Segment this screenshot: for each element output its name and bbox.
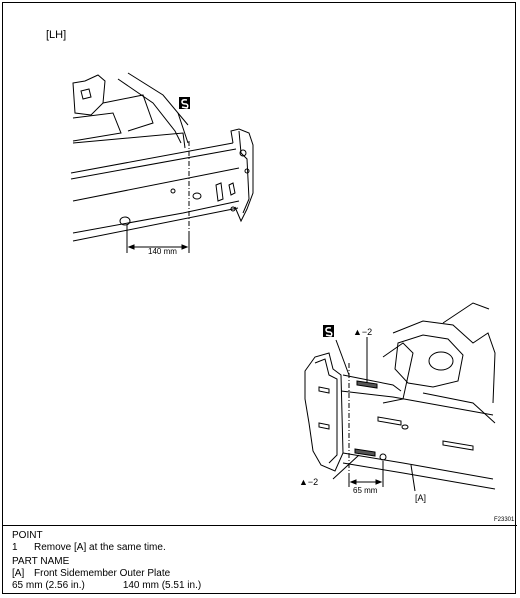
warning-label-bottom: ▲−2: [299, 477, 318, 487]
part-row: [A] Front Sidemember Outer Plate: [12, 568, 201, 580]
section-divider: [3, 525, 517, 526]
part-name-heading: PART NAME: [12, 556, 70, 567]
sst-hammer-icon: [179, 97, 190, 109]
warning-label-top: ▲−2: [353, 327, 372, 337]
part-name: Front Sidemember Outer Plate: [34, 568, 171, 579]
measurement-row: 65 mm (2.56 in.) 140 mm (5.51 in.): [12, 580, 201, 592]
dimension-140: 140 mm: [148, 247, 177, 256]
bottom-view-drawing: [304, 302, 496, 492]
notes-section: POINT 1 Remove [A] at the same time. PART…: [12, 530, 201, 592]
part-callout-a: [A]: [415, 493, 426, 503]
measurement-140: 140 mm (5.51 in.): [122, 580, 202, 591]
measurement-65: 65 mm (2.56 in.): [12, 580, 85, 591]
top-view-drawing: [70, 72, 254, 253]
step-number: 1: [12, 542, 18, 553]
point-heading: POINT: [12, 530, 43, 541]
sidemember-illustration: 140 mm 65 mm [A] ▲−2 ▲−2: [70, 72, 496, 503]
part-tag: [A]: [12, 568, 25, 579]
side-label: [LH]: [46, 29, 67, 41]
figure-id: F23301: [494, 517, 515, 523]
step-row: 1 Remove [A] at the same time.: [12, 542, 201, 554]
illustration-area: [LH]: [3, 3, 517, 525]
sst-hammer-icon: [323, 325, 334, 337]
dimension-65: 65 mm: [353, 486, 378, 495]
step-text: Remove [A] at the same time.: [34, 542, 166, 553]
